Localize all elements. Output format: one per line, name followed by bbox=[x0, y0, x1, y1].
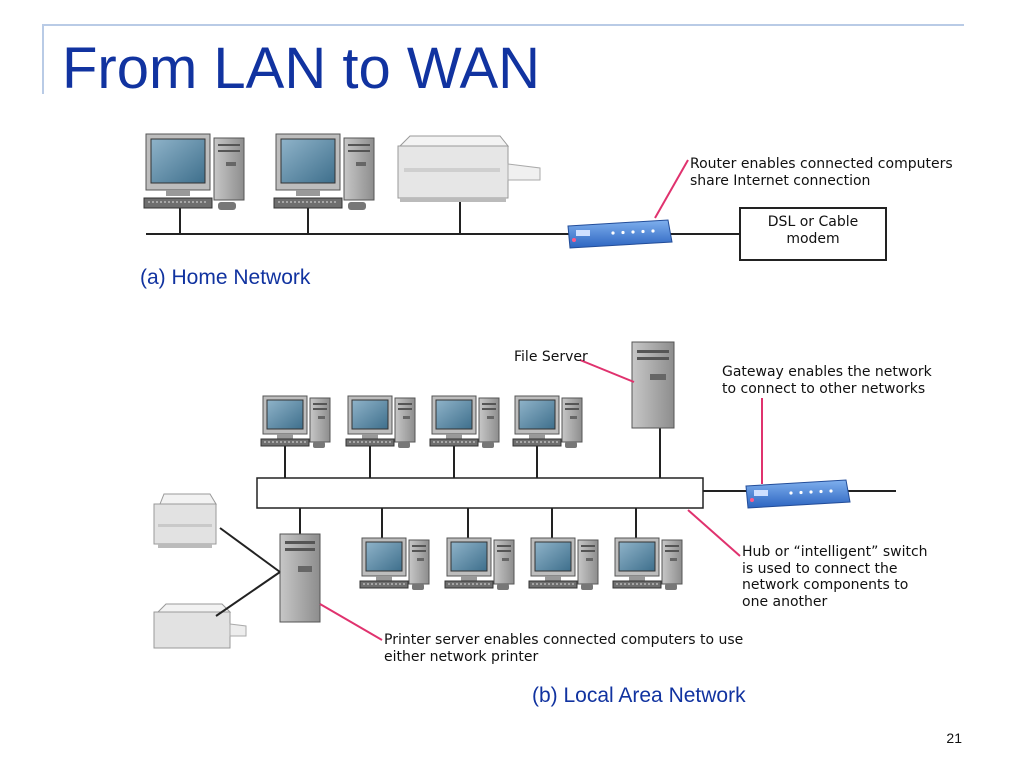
home-network bbox=[143, 133, 887, 261]
file-server bbox=[631, 341, 675, 429]
printer-server-note-line-1: Printer server enables connected compute… bbox=[384, 632, 744, 648]
hub-note-line-3: network components to bbox=[742, 577, 909, 594]
gateway-note-line-2: to connect to other networks bbox=[722, 380, 926, 397]
lan-computer-4 bbox=[512, 395, 583, 449]
lan-computer-3 bbox=[429, 395, 500, 449]
printer-server bbox=[279, 533, 321, 623]
router-note: Router enables connected computers share… bbox=[690, 156, 953, 189]
file-server-label: File Server bbox=[514, 349, 588, 365]
home-network-caption: (a) Home Network bbox=[140, 266, 311, 289]
home-computer-1 bbox=[143, 133, 245, 211]
home-printer bbox=[397, 135, 541, 202]
gateway-note-line-1: Gateway enables the network bbox=[722, 364, 932, 380]
file-server-callout-line bbox=[579, 359, 635, 383]
home-router bbox=[567, 219, 673, 249]
hub-note-line-4: one another bbox=[742, 593, 828, 610]
hub-switch-bar bbox=[256, 477, 704, 509]
lan-printer-1 bbox=[153, 493, 217, 549]
router-note-line-1: Router enables connected computers bbox=[690, 156, 953, 172]
lan-computer-2 bbox=[345, 395, 416, 449]
modem-box bbox=[739, 207, 887, 261]
printer-server-callout-line bbox=[319, 603, 383, 641]
page-number: 21 bbox=[946, 730, 962, 746]
lan-computer-1 bbox=[260, 395, 331, 449]
slide-frame-top bbox=[42, 24, 964, 26]
hub-note: Hub or “intelligent” switch is used to c… bbox=[742, 544, 928, 610]
home-computer-2 bbox=[273, 133, 375, 211]
lan-computer-8 bbox=[612, 537, 683, 591]
router-note-line-2: share Internet connection bbox=[690, 172, 871, 189]
lan-computer-6 bbox=[444, 537, 515, 591]
gateway-note: Gateway enables the network to connect t… bbox=[722, 364, 932, 397]
modem-label-line-1: DSL or Cable bbox=[767, 214, 859, 230]
hub-callout-line bbox=[687, 509, 741, 557]
lan-caption: (b) Local Area Network bbox=[532, 684, 746, 707]
modem-label-line-2: modem bbox=[786, 230, 840, 247]
lan-computer-7 bbox=[528, 537, 599, 591]
lan-computer-5 bbox=[359, 537, 430, 591]
local-area-network bbox=[153, 341, 896, 649]
router-callout-line bbox=[654, 159, 689, 219]
hub-note-line-2: is used to connect the bbox=[742, 560, 898, 577]
gateway-router bbox=[745, 479, 851, 509]
printer-server-note-line-2: either network printer bbox=[384, 648, 539, 665]
hub-note-line-1: Hub or “intelligent” switch bbox=[742, 544, 928, 560]
slide-title: From LAN to WAN bbox=[62, 36, 541, 101]
lan-printer-2 bbox=[153, 603, 247, 649]
slide-frame-left bbox=[42, 24, 44, 94]
modem-label: DSL or Cable modem bbox=[740, 214, 886, 248]
printer-server-note: Printer server enables connected compute… bbox=[384, 632, 743, 665]
